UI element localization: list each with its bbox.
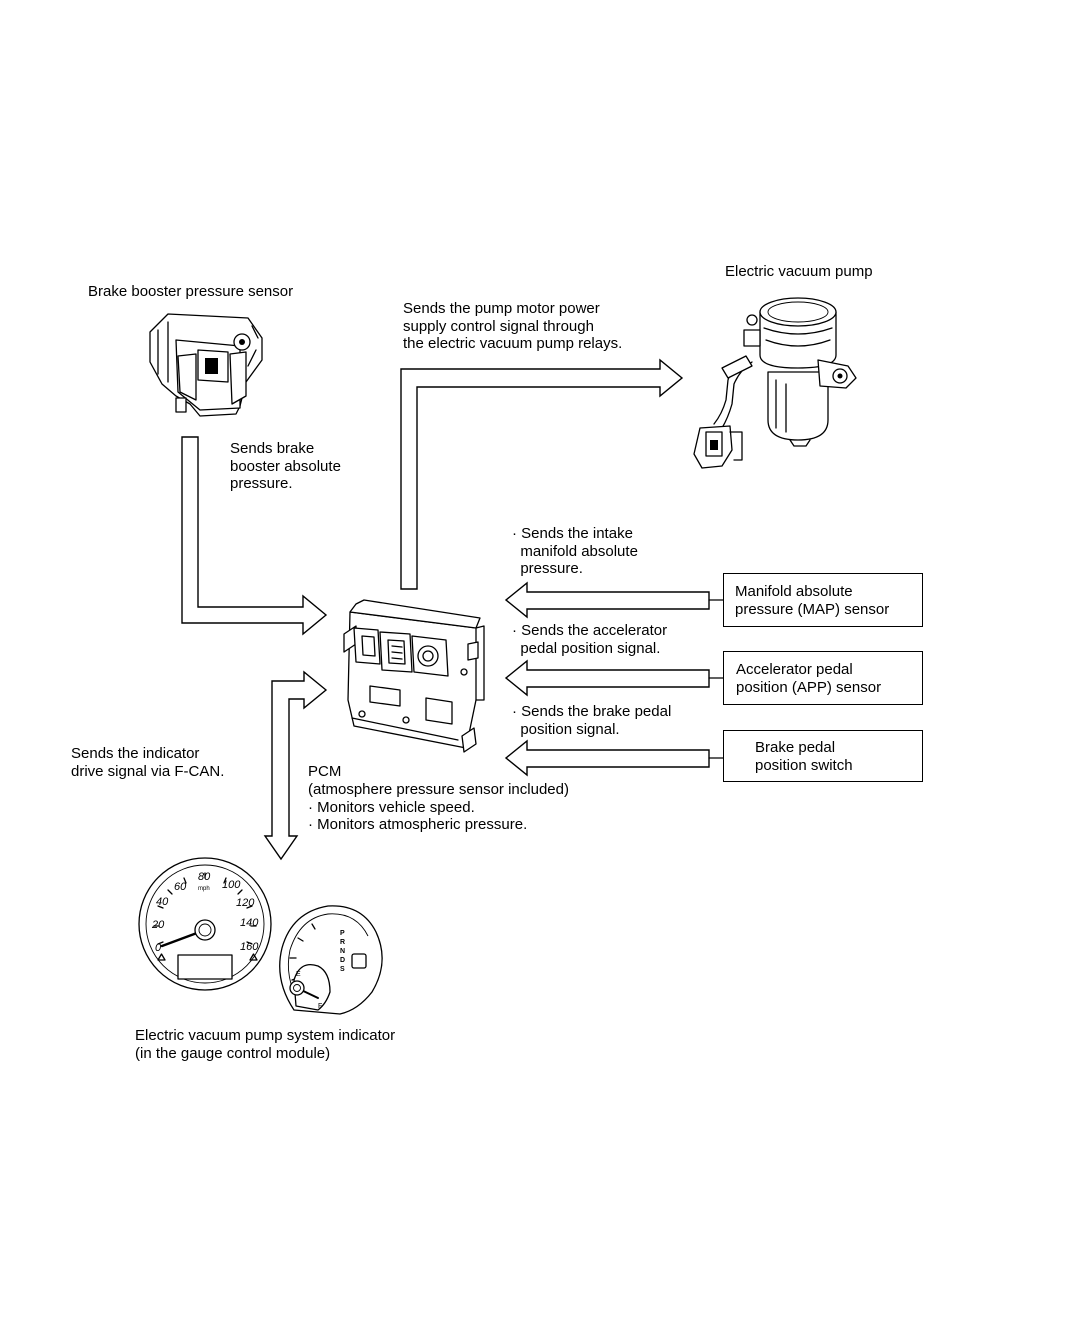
gear-letter-n: N bbox=[340, 948, 345, 955]
gear-letter-p: P bbox=[340, 930, 345, 937]
brake-booster-sensor-message: Sends brake booster absolute pressure. bbox=[230, 440, 341, 492]
gauge-caption: Electric vacuum pump system indicator (i… bbox=[135, 1027, 396, 1062]
gear-letter-r: R bbox=[340, 939, 345, 946]
speedo-tick-20: 20 bbox=[151, 919, 165, 931]
arrow-app-to-pcm bbox=[504, 659, 710, 697]
brake-switch-message: · Sends the brake pedal position signal. bbox=[512, 703, 672, 738]
brake-switch-box: Brake pedal position switch bbox=[723, 730, 923, 782]
vacuum-pump-title: Electric vacuum pump bbox=[725, 263, 873, 280]
speedo-tick-0: 0 bbox=[155, 942, 162, 954]
app-sensor-message: · Sends the accelerator pedal position s… bbox=[512, 622, 668, 657]
brake-booster-sensor-title: Brake booster pressure sensor bbox=[88, 283, 294, 300]
map-sensor-message: · Sends the intake manifold absolute pre… bbox=[512, 525, 638, 577]
speedo-tick-140: 140 bbox=[240, 917, 259, 929]
pcm-details: (atmosphere pressure sensor included) · … bbox=[308, 781, 569, 833]
gear-letter-d: D bbox=[340, 957, 345, 964]
fuel-mark-f: F bbox=[318, 1003, 322, 1010]
speedo-tick-80: 80 bbox=[198, 871, 211, 883]
pcm-illustration bbox=[343, 599, 485, 753]
speedo-unit: mph bbox=[198, 886, 210, 892]
speedo-tick-40: 40 bbox=[156, 896, 169, 908]
arrow-switch-to-pcm bbox=[504, 739, 710, 777]
arrow-pcm-gauge-bidirectional bbox=[263, 670, 328, 861]
map-sensor-label: Manifold absolute pressure (MAP) sensor bbox=[735, 583, 890, 618]
gauge-cluster-illustration: 0 20 40 60 80 100 120 140 160 mph bbox=[138, 857, 383, 1015]
speedo-tick-60: 60 bbox=[174, 881, 187, 893]
electric-vacuum-pump-illustration bbox=[693, 297, 857, 469]
gear-letter-s: S bbox=[340, 966, 345, 973]
speedo-tick-160: 160 bbox=[240, 941, 259, 953]
app-sensor-label: Accelerator pedal position (APP) sensor bbox=[736, 661, 882, 696]
arrow-sensor-to-pcm bbox=[181, 436, 328, 636]
arrow-pcm-to-pump bbox=[400, 358, 684, 590]
arrow-map-to-pcm bbox=[504, 581, 710, 619]
vacuum-pump-message: Sends the pump motor power supply contro… bbox=[403, 300, 623, 352]
indicator-signal-message: Sends the indicator drive signal via F-C… bbox=[71, 745, 225, 780]
fuel-mark-e: E bbox=[296, 971, 301, 978]
speedo-tick-100: 100 bbox=[222, 879, 241, 891]
app-sensor-box: Accelerator pedal position (APP) sensor bbox=[723, 651, 923, 705]
brake-booster-pressure-sensor-illustration bbox=[149, 313, 263, 417]
map-sensor-box: Manifold absolute pressure (MAP) sensor bbox=[723, 573, 923, 627]
brake-switch-label: Brake pedal position switch bbox=[755, 739, 853, 774]
speedo-tick-120: 120 bbox=[236, 897, 255, 909]
pcm-title: PCM bbox=[308, 763, 342, 780]
